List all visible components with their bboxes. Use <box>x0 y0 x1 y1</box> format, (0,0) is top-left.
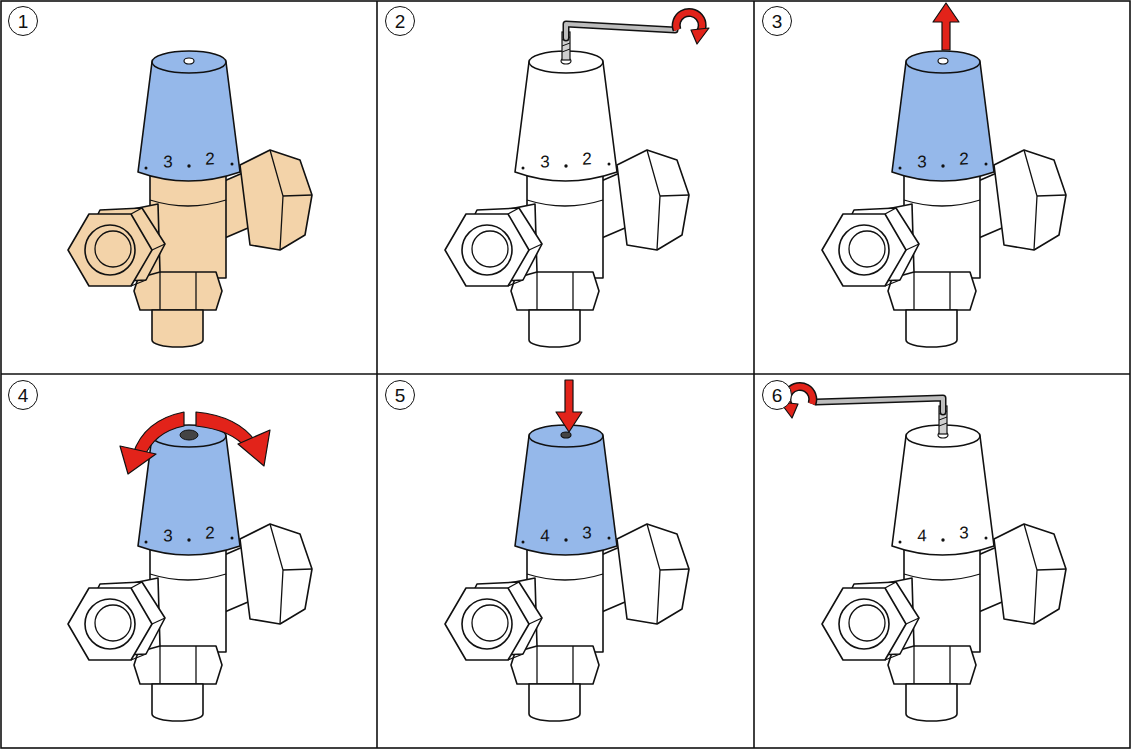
step-number: 3 <box>762 6 792 36</box>
step-number: 2 <box>385 6 415 36</box>
hex-key <box>566 24 675 38</box>
dial-number: 3 <box>157 153 179 172</box>
dial-number: 2 <box>953 150 975 169</box>
step-number: 6 <box>762 380 792 410</box>
step-number-text: 3 <box>772 12 783 31</box>
arrow-head <box>120 446 156 474</box>
push-arrow <box>556 380 582 432</box>
dial-number: 2 <box>199 524 221 543</box>
panel-four-art <box>68 412 312 721</box>
valve-drawing <box>822 51 1066 347</box>
dial-number: 2 <box>199 150 221 169</box>
panel-six-art <box>780 386 1066 721</box>
pull-arrow <box>933 3 959 50</box>
step-number-text: 5 <box>395 386 406 405</box>
valve-drawing <box>68 425 312 721</box>
step-number: 4 <box>8 380 38 410</box>
step-number-text: 2 <box>395 12 406 31</box>
panel-three-art <box>822 3 1066 347</box>
valve-drawing <box>445 51 689 347</box>
cap-hole <box>180 430 198 440</box>
arrow-head <box>238 430 270 466</box>
dial-number: 4 <box>911 527 933 546</box>
valve-drawing <box>445 425 689 721</box>
valve-drawing <box>822 425 1066 721</box>
hex-key <box>566 24 675 38</box>
step-number-text: 4 <box>18 386 29 405</box>
step-number: 1 <box>8 6 38 36</box>
step-number-text: 1 <box>18 12 29 31</box>
step-number: 5 <box>385 380 415 410</box>
valve-drawing <box>68 51 312 347</box>
dial-number: 4 <box>534 527 556 546</box>
dial-number: 2 <box>576 150 598 169</box>
dial-number: 3 <box>157 527 179 546</box>
dial-number: 3 <box>576 524 598 543</box>
hex-key <box>816 398 943 412</box>
dial-number: 3 <box>911 153 933 172</box>
dial-number: 3 <box>953 524 975 543</box>
panel-divider <box>1 373 1130 375</box>
hex-key <box>816 398 943 412</box>
arrow-head <box>691 28 709 44</box>
dial-number: 3 <box>534 153 556 172</box>
panel-two-art <box>445 12 709 347</box>
panel-five-art <box>445 380 689 721</box>
step-number-text: 6 <box>772 386 783 405</box>
